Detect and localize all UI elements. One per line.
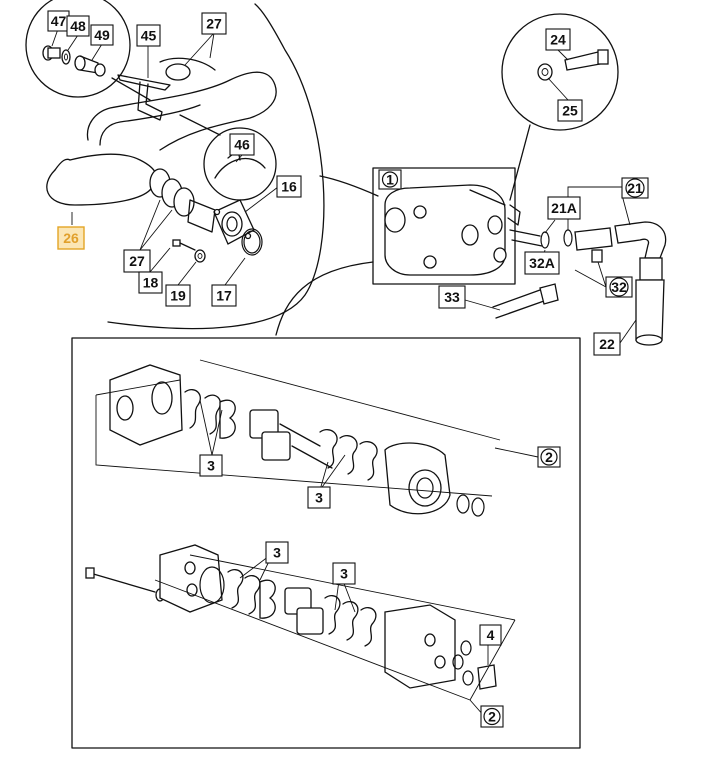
callout-4-text: 4 [487, 627, 495, 643]
callout-21[interactable]: 21 [621, 177, 649, 199]
fittings-assembly [492, 221, 667, 346]
callout-3-d[interactable]: 3 [332, 562, 356, 585]
callout-48[interactable]: 48 [66, 15, 90, 37]
callout-27-top-text: 27 [206, 16, 222, 32]
callout-2-upper-text: 2 [545, 449, 553, 465]
callout-32[interactable]: 32 [605, 276, 633, 298]
callout-2-lower-text: 2 [488, 709, 496, 725]
callout-46[interactable]: 46 [229, 133, 255, 156]
callout-17-text: 17 [216, 288, 232, 304]
bolt-washer-circle-right [501, 13, 619, 201]
callout-16[interactable]: 16 [276, 175, 302, 198]
callout-48-text: 48 [70, 18, 86, 34]
callout-17[interactable]: 17 [211, 284, 237, 307]
callout-21-text: 21 [627, 180, 643, 196]
callout-27-bottom[interactable]: 27 [123, 249, 151, 273]
callout-21A[interactable]: 21A [547, 196, 581, 220]
callout-26-text: 26 [63, 230, 79, 246]
callout-25-text: 25 [562, 103, 578, 119]
callout-47[interactable]: 47 [47, 10, 70, 32]
callout-2-lower[interactable]: 2 [480, 705, 504, 728]
callout-24[interactable]: 24 [545, 28, 571, 51]
pump-panel [372, 167, 521, 285]
callout-19[interactable]: 19 [165, 284, 191, 307]
callout-45-text: 45 [141, 28, 157, 44]
callout-33-text: 33 [444, 289, 460, 305]
connector-line [319, 175, 379, 197]
callout-21A-text: 21A [551, 200, 577, 216]
callout-24-text: 24 [550, 32, 566, 48]
callout-16-text: 16 [281, 179, 297, 195]
bracket-45 [117, 74, 171, 121]
callout-18[interactable]: 18 [138, 271, 163, 294]
callout-22[interactable]: 22 [593, 332, 621, 356]
bolt-washer-detail-circle [25, 0, 151, 101]
callout-2-upper[interactable]: 2 [537, 446, 561, 468]
callout-32A[interactable]: 32A [524, 251, 560, 275]
callout-3-b[interactable]: 3 [307, 486, 331, 509]
callout-26[interactable]: 26 [57, 226, 85, 250]
exploded-view-panel [71, 337, 581, 749]
callout-3-a[interactable]: 3 [199, 454, 223, 477]
callout-4[interactable]: 4 [479, 624, 502, 646]
hose-detail-circle [107, 3, 325, 330]
flange-assembly [172, 199, 263, 263]
callout-49[interactable]: 49 [90, 24, 114, 46]
callout-18-text: 18 [143, 275, 159, 291]
callout-22-text: 22 [599, 336, 615, 352]
connector-line-2 [275, 261, 374, 336]
callout-3-b-text: 3 [315, 490, 323, 506]
callout-19-text: 19 [170, 288, 186, 304]
callout-45[interactable]: 45 [136, 24, 161, 47]
callout-25[interactable]: 25 [557, 99, 583, 122]
callout-3-c[interactable]: 3 [265, 541, 289, 564]
callout-3-c-text: 3 [273, 545, 281, 561]
callout-27-bottom-text: 27 [129, 253, 145, 269]
callout-1-text: 1 [386, 172, 394, 188]
callout-49-text: 49 [94, 27, 110, 43]
callout-27-top[interactable]: 27 [201, 12, 227, 35]
callout-3-a-text: 3 [207, 458, 215, 474]
callout-46-text: 46 [234, 137, 250, 153]
callout-33[interactable]: 33 [438, 285, 466, 309]
callout-3-d-text: 3 [340, 566, 348, 582]
coolant-hose [46, 57, 277, 233]
callout-47-text: 47 [51, 13, 67, 29]
callout-1[interactable]: 1 [378, 169, 402, 190]
callout-32A-text: 32A [529, 255, 555, 271]
clip-detail-circle [179, 114, 277, 201]
callout-32-text: 32 [611, 279, 627, 295]
